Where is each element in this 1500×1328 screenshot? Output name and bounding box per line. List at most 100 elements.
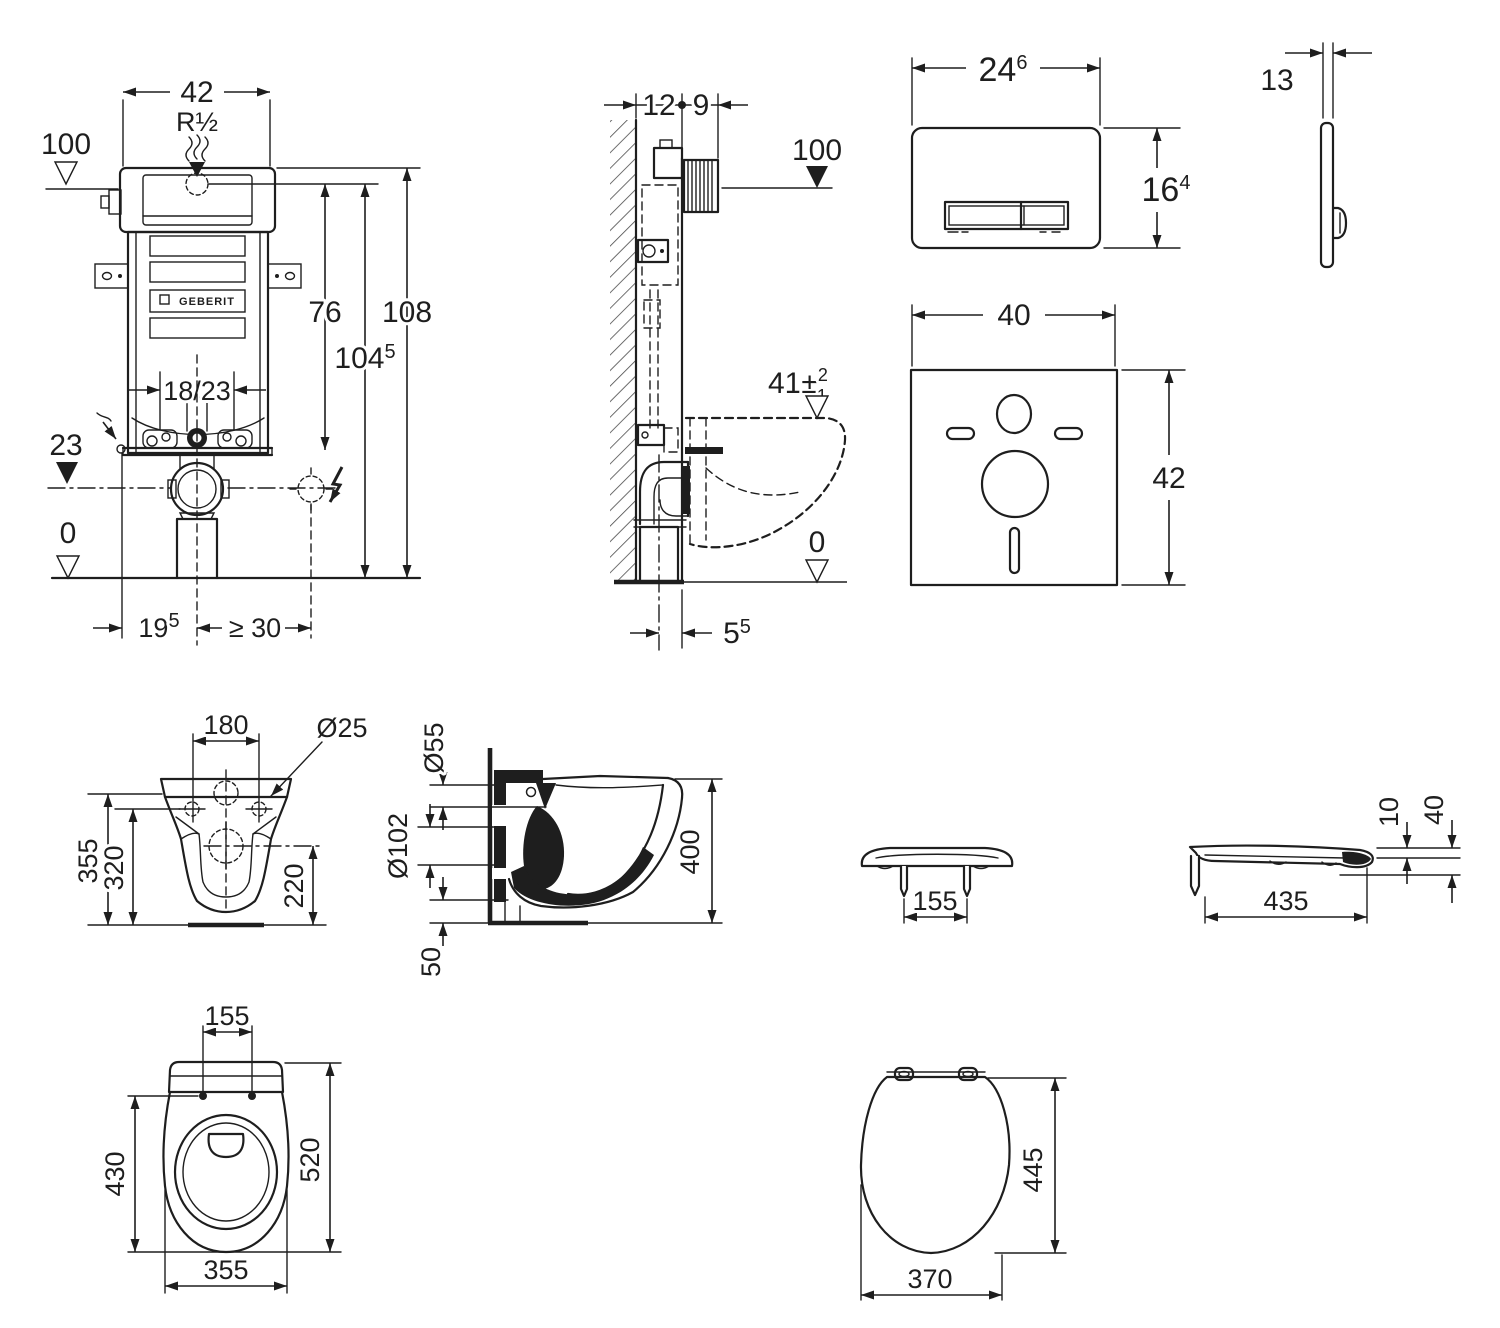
mat-slot-right xyxy=(1053,426,1084,441)
supply-arrow-icon xyxy=(189,162,205,177)
flush-plate-side-view: 13 xyxy=(1257,42,1372,269)
dim-outlet-dia: Ø102 xyxy=(383,813,413,879)
seat-top-view: 445 370 xyxy=(859,1066,1067,1301)
dim-actuator-height: 1045 xyxy=(334,341,395,375)
water-supply-squiggle xyxy=(185,134,209,162)
dim-seat-height: 40 xyxy=(1419,795,1449,825)
dim-hole-dia: Ø25 xyxy=(316,713,367,743)
dim-outlet-height: 220 xyxy=(279,863,309,908)
dim-hinge-spacing: 155 xyxy=(912,886,957,916)
dim-bowl-length: 520 xyxy=(295,1137,325,1182)
dim-frame-depth: 12 xyxy=(642,89,675,122)
bowl-rim xyxy=(173,1113,279,1231)
drain-elbow xyxy=(638,460,690,526)
wall-bracket-right xyxy=(267,263,302,289)
bowl-outline-dashed xyxy=(684,416,847,549)
mat-top-hole xyxy=(995,393,1033,435)
dim-seat-thickness: 10 xyxy=(1374,797,1404,827)
dim-inlet-dia: Ø55 xyxy=(419,722,449,773)
button-bump xyxy=(1331,206,1348,240)
flush-channel-section xyxy=(494,770,556,809)
rim-top xyxy=(541,774,670,781)
flush-inlet xyxy=(207,1132,245,1159)
seat-fixing-bolts xyxy=(685,447,723,454)
foot-bracket-right xyxy=(217,429,253,449)
dim-clearance: 50 xyxy=(416,947,446,977)
dim-mat-height: 42 xyxy=(1152,462,1185,495)
plate-profile xyxy=(1319,121,1335,269)
level-100-label: 100 xyxy=(41,128,91,161)
level-41-triangle-icon xyxy=(804,395,830,420)
actuator-port xyxy=(185,172,209,196)
level-100-label: 100 xyxy=(792,134,842,167)
dim-depth: 400 xyxy=(675,829,705,874)
dim-mat-width: 40 xyxy=(997,299,1030,332)
geberit-logo: GEBERIT xyxy=(179,296,235,308)
label-supply-thread: R½ xyxy=(176,107,218,137)
trap-section xyxy=(523,806,565,890)
insulation-mat xyxy=(909,368,1119,587)
cistern-front-view: 42 R½ 100 GEBERIT xyxy=(38,73,435,646)
level-0-triangle-icon xyxy=(804,559,830,584)
dim-plate-width: 246 xyxy=(979,51,1028,89)
dim-offset-right: ≥ 30 xyxy=(229,613,281,643)
bowl-inner-wall xyxy=(566,783,665,896)
mat-slot-left xyxy=(945,426,976,441)
protection-sleeve xyxy=(682,158,720,214)
seat-side-outline xyxy=(1188,844,1374,869)
seat-hole-right xyxy=(248,1092,256,1100)
geberit-logo-square-icon xyxy=(159,294,170,305)
dim-plate-height: 164 xyxy=(1142,171,1191,209)
flush-plate-front-view: 246 164 xyxy=(910,48,1193,250)
flush-plate xyxy=(910,126,1102,250)
bowl-side-view: Ø55 Ø102 50 400 xyxy=(380,719,723,980)
cistern-side-view: 12 9 100 xyxy=(604,86,847,653)
mat-drain-hole xyxy=(980,449,1050,519)
seat-hole-left xyxy=(199,1092,207,1100)
hinge-left xyxy=(893,1066,915,1082)
flush-buttons xyxy=(943,200,1070,231)
dim-plate-thickness: 13 xyxy=(1260,64,1293,97)
dim-cistern-width: 42 xyxy=(180,76,213,109)
hinge-pin xyxy=(1189,854,1201,897)
dim-flush-height: 76 xyxy=(308,296,341,329)
level-100-triangle-icon xyxy=(53,161,79,186)
dim-inner-length: 430 xyxy=(100,1151,130,1196)
electrical-connection-port xyxy=(297,475,325,503)
level-23-triangle-icon xyxy=(56,462,78,484)
bowl-outer-wall xyxy=(507,796,684,909)
dim-height: 355 xyxy=(73,838,103,883)
cistern-frame xyxy=(126,230,270,455)
level-0-triangle-icon xyxy=(55,555,81,580)
drain-gasket xyxy=(681,466,690,514)
level-0-label: 0 xyxy=(809,526,826,559)
wall-hatching xyxy=(610,120,636,582)
seat-top-outline xyxy=(859,1075,1011,1255)
mat-bottom-slot xyxy=(1008,526,1021,575)
dim-total-height: 108 xyxy=(382,296,432,329)
lightning-bolt-icon xyxy=(328,466,344,503)
bowl-front-view: 180 Ø25 355 320 220 xyxy=(70,707,371,928)
bowl-bottom-section xyxy=(511,847,654,906)
wall-bracket-left xyxy=(94,263,129,289)
hinge-right xyxy=(957,1066,979,1082)
dim-seat-depth: 445 xyxy=(1018,1147,1048,1192)
insulation-mat-view: 40 42 xyxy=(909,296,1189,587)
dim-seat-length: 435 xyxy=(1263,886,1308,916)
dim-bowl-width: 355 xyxy=(203,1255,248,1285)
level-0-label: 0 xyxy=(60,517,77,550)
hinge-pin-left xyxy=(899,864,909,898)
frame-bracket xyxy=(636,238,670,264)
seat-front-outline xyxy=(860,846,1014,868)
dim-seat-hole-spacing: 155 xyxy=(204,1001,249,1031)
dim-seat-width: 370 xyxy=(907,1264,952,1294)
bowl-top-view: 155 430 520 355 xyxy=(97,998,342,1294)
dim-outlet-offset: 55 xyxy=(723,616,751,650)
level-100-triangle-icon xyxy=(806,166,828,188)
dim-hole-spacing: 180 xyxy=(203,710,248,740)
seat-side-view: 10 40 435 xyxy=(1188,792,1461,924)
dim-pipe-depth: 9 xyxy=(693,89,710,122)
